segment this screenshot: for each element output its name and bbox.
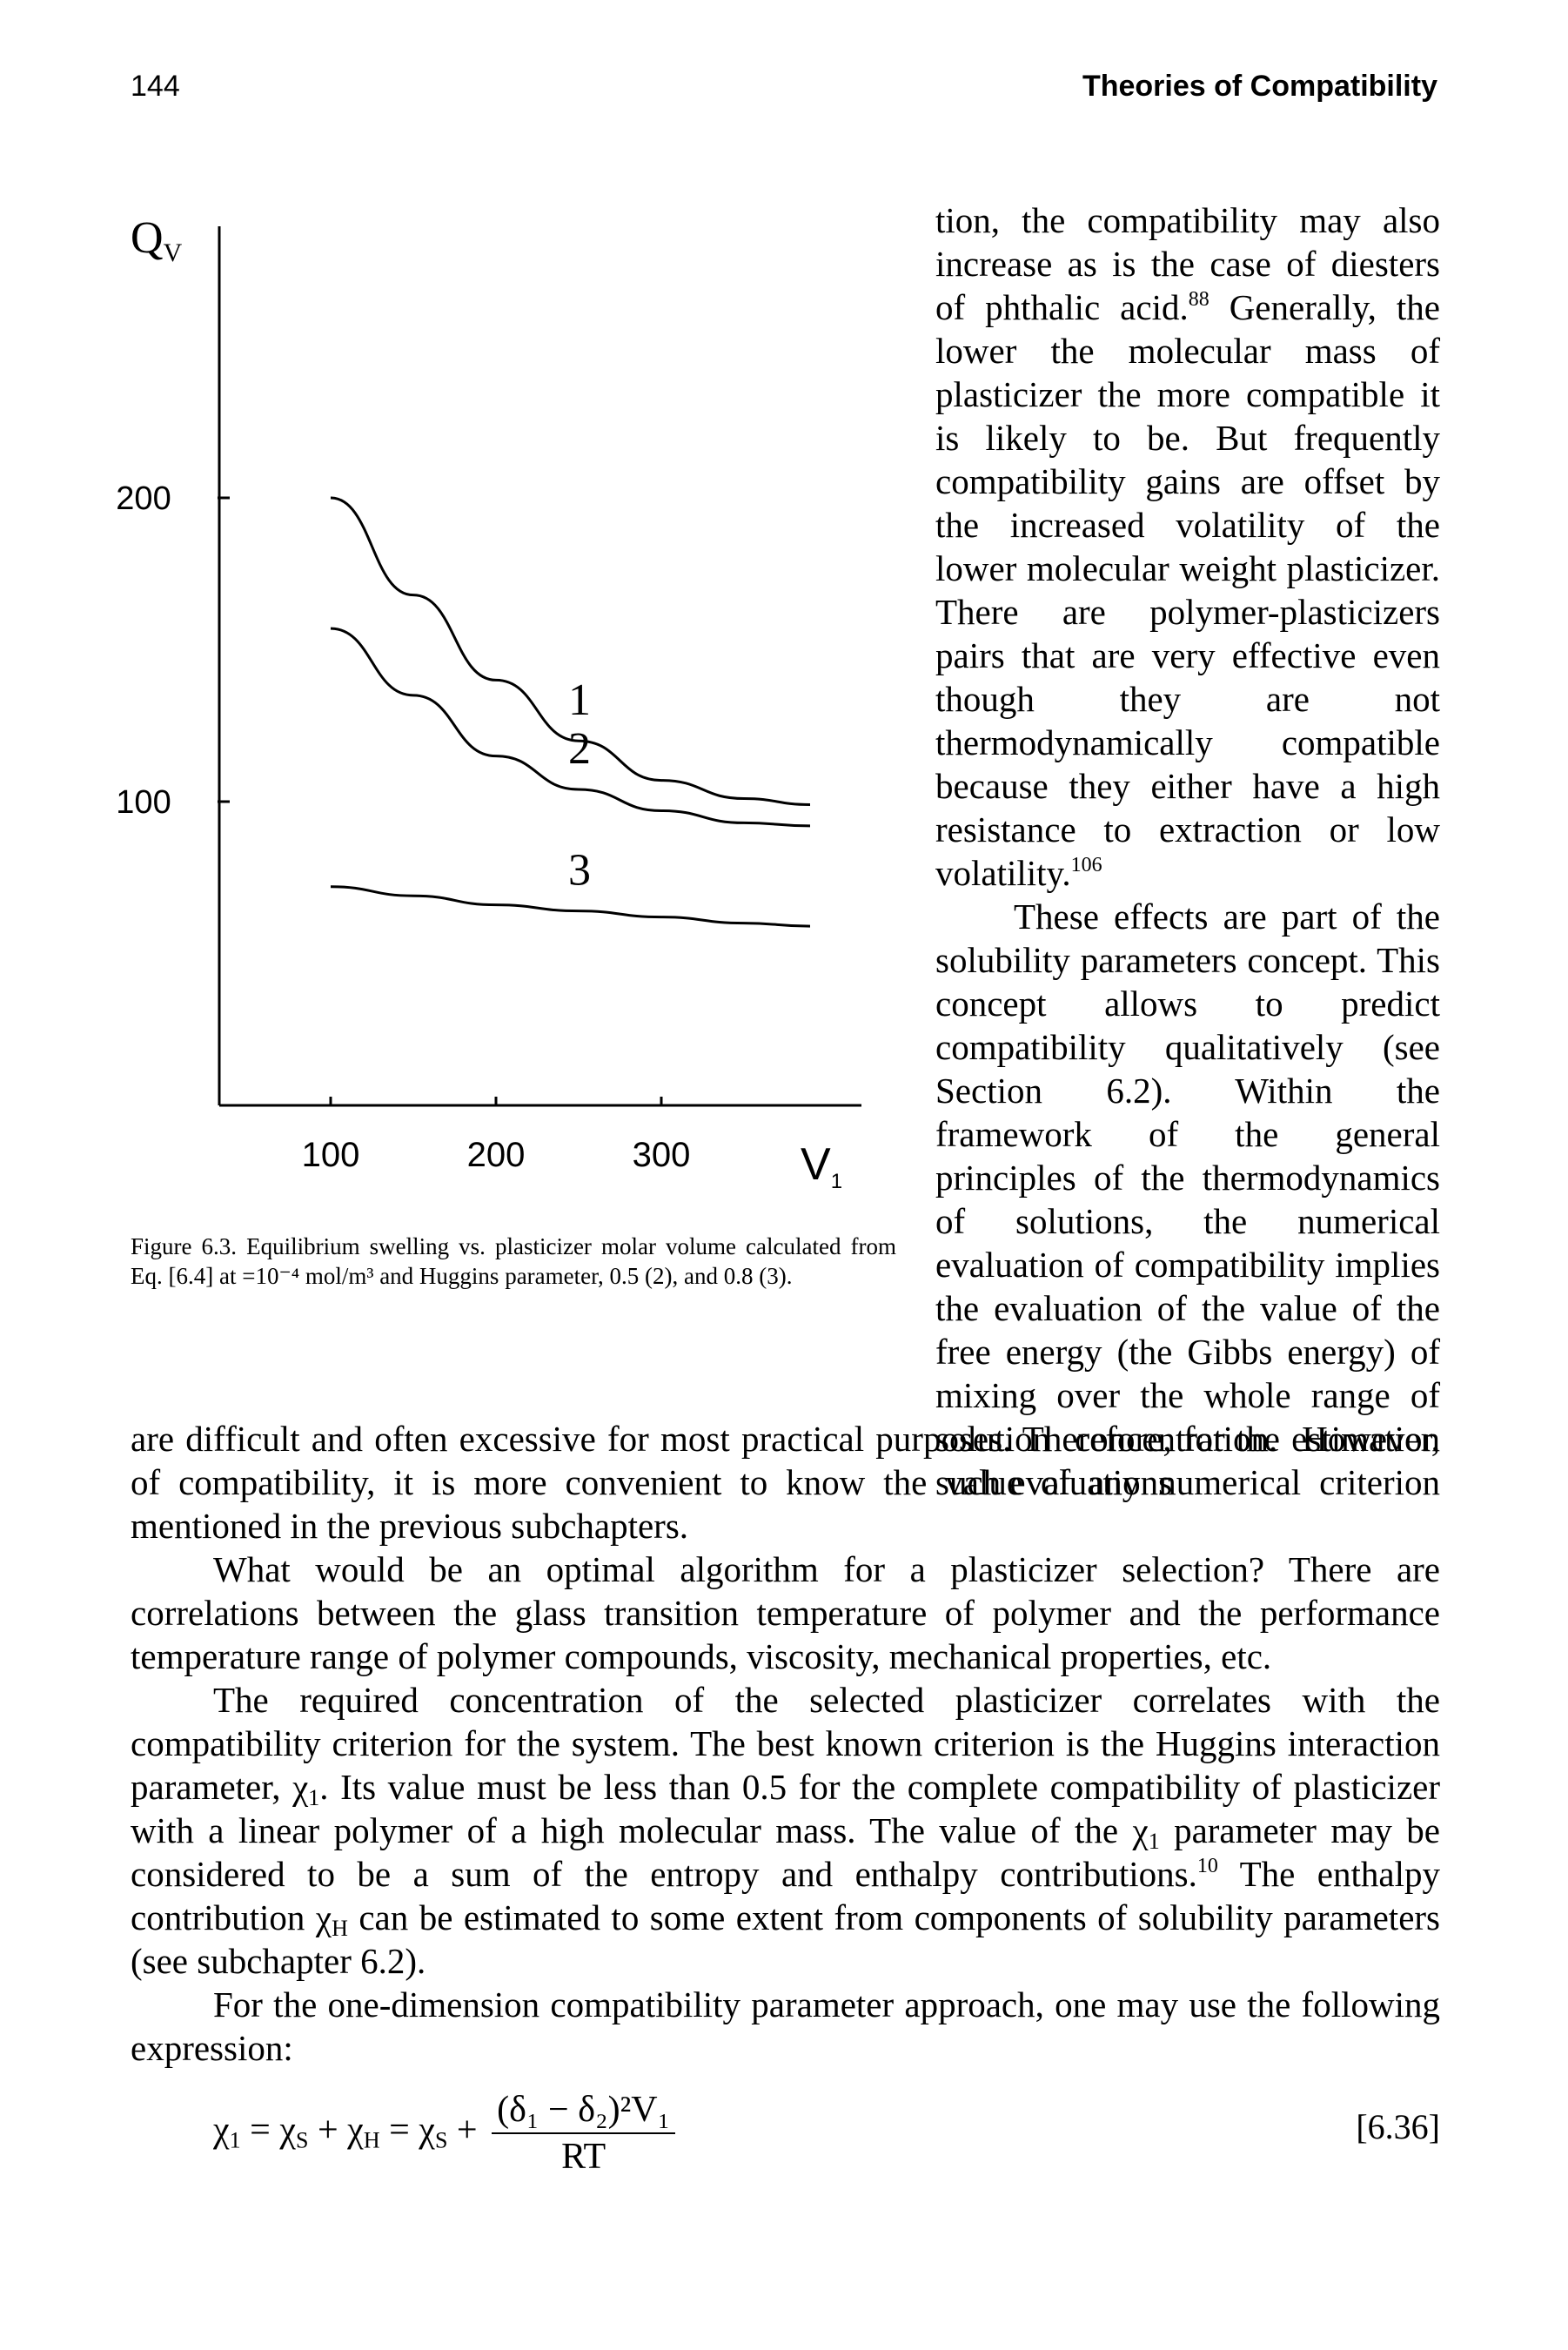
figure-caption: Figure 6.3. Equilibrium swelling vs. pla… <box>131 1233 896 1289</box>
running-title: Theories of Compatibility <box>1082 70 1437 103</box>
paragraph-concentration: The required concentration of the select… <box>131 1680 1441 1981</box>
citation-10: 10 <box>1196 1855 1218 1877</box>
chart-curves <box>330 496 811 928</box>
curve-label-1: 1 <box>568 675 591 725</box>
x-tick-label: 100 <box>302 1136 360 1174</box>
curve-label-2: 2 <box>568 724 591 774</box>
right-column-text: tion, the compatibility may also increas… <box>935 198 1440 1504</box>
chart-axes <box>218 226 861 1107</box>
body-text: are difficult and often excessive for mo… <box>131 1417 1440 2070</box>
citation-88: 88 <box>1188 288 1210 311</box>
page-number: 144 <box>131 70 180 103</box>
paragraph-2: These effects are part of the solubility… <box>935 896 1440 1502</box>
x-axis-label-sub: 1 <box>831 1170 842 1193</box>
paragraph-algorithm: What would be an optimal algorithm for a… <box>131 1549 1440 1676</box>
x-tick-label: 200 <box>467 1136 526 1174</box>
paragraph-1: tion, the compatibility may also increas… <box>935 200 1440 893</box>
x-tick-label: 300 <box>633 1136 691 1174</box>
curve-label-3: 3 <box>568 846 591 896</box>
y-axis-label-sub: V <box>164 238 183 267</box>
y-tick-label: 200 <box>116 480 171 517</box>
curve-3 <box>330 885 811 928</box>
curve-1 <box>330 496 811 806</box>
curve-2 <box>330 627 811 828</box>
y-tick-label: 100 <box>116 784 171 821</box>
x-axis-label: V1 <box>801 1139 842 1193</box>
paragraph-expression: For the one-dimension compatibility para… <box>131 1984 1440 2068</box>
citation-106: 106 <box>1070 854 1102 876</box>
paragraph-continuation: are difficult and often excessive for mo… <box>131 1419 1440 1546</box>
equation-number: [6.36] <box>1356 2107 1440 2146</box>
y-axis-label: QV <box>131 213 183 267</box>
